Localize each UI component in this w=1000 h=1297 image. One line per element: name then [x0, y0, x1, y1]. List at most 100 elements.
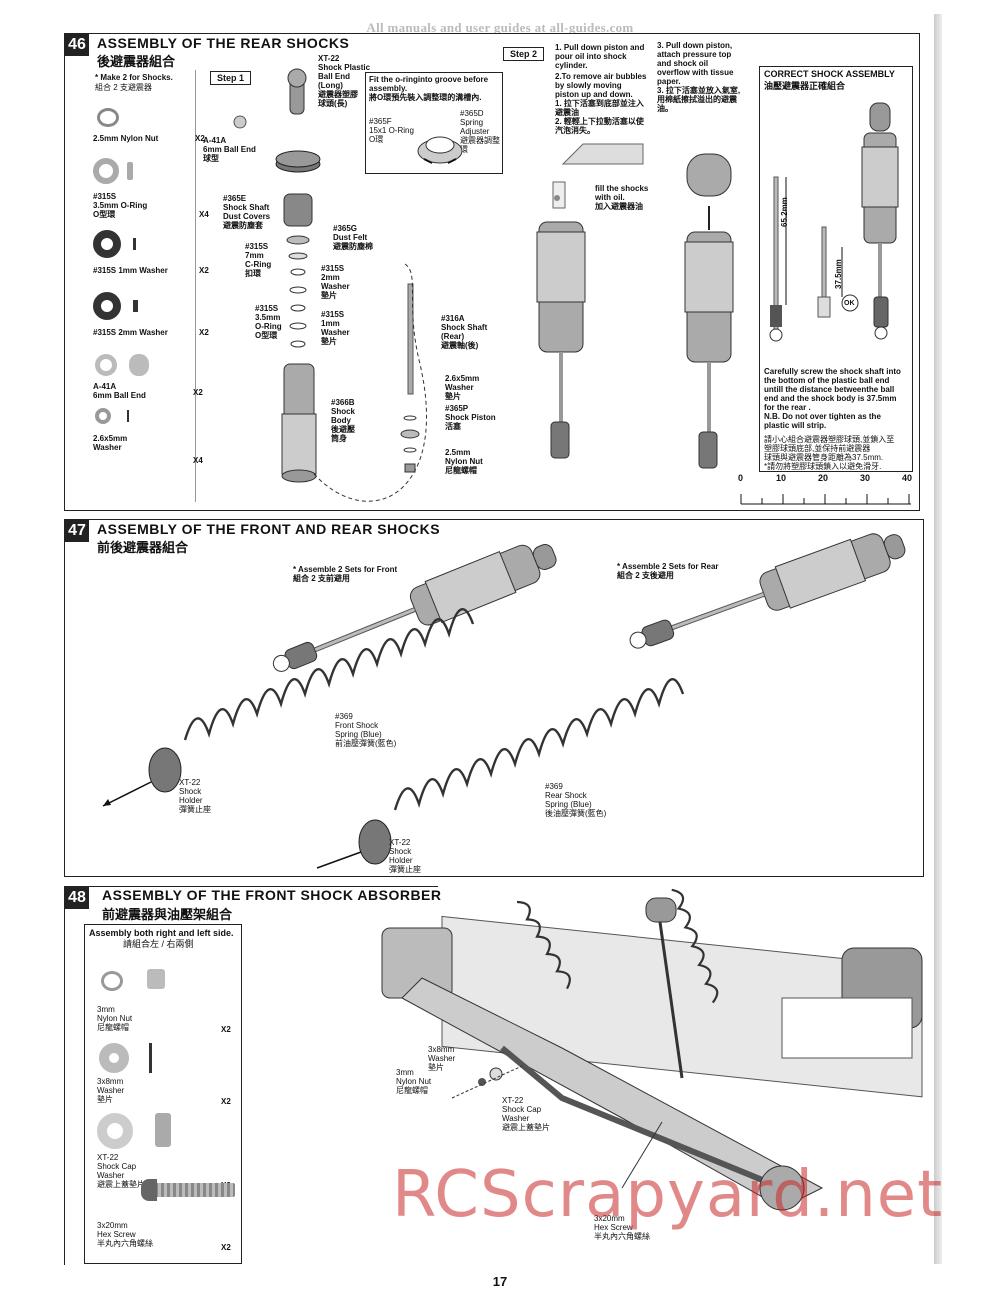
step48-parts-box: Assembly both right and left side. 請組合左 … [84, 924, 242, 1264]
washer-26-icon [95, 408, 111, 424]
callout-xt22: XT-22 Shock Plastic Ball End (Long) 避震器塑… [318, 54, 371, 108]
step46-title-cn: 後避震器組合 [97, 54, 176, 69]
ruler-30: 30 [860, 473, 871, 483]
washer-2mm-icon [93, 292, 121, 320]
part-nut: 2.5mm Nylon Nut [93, 134, 159, 143]
ok-mark: OK [844, 300, 855, 307]
holder2-label: XT-22 Shock Holder 彈簧止座 [389, 838, 421, 874]
callout-a41a: A-41A 6mm Ball End 球型 [203, 136, 256, 163]
oring-icon [93, 158, 119, 184]
hex-screw-icon [155, 1183, 235, 1197]
correct-title-cn: 油壓避震器正確組合 [764, 81, 846, 91]
hex-screw-head-icon [141, 1179, 157, 1201]
ruler-10: 10 [776, 473, 787, 483]
nylon-nut-3mm-side-icon [147, 969, 165, 989]
make-note: * Make 2 for Shocks. [95, 73, 173, 82]
front-rear-shocks-diagram [102, 533, 906, 869]
nylon-nut-3mm-icon [101, 971, 123, 991]
adjuster-diagram [417, 136, 463, 164]
washer-1mm-side-icon [133, 238, 136, 250]
ruler-0: 0 [738, 473, 744, 483]
part48-cap: XT-22 Shock Cap Washer 避震上蓋墊片 [97, 1153, 145, 1189]
step47-title-cn: 前後避震器組合 [97, 540, 189, 555]
callout-washer-26: 2.6x5mm Washer 墊片 [445, 374, 480, 401]
correct-assembly-box: CORRECT SHOCK ASSEMBLY 油壓避震器正確組合 65.2mm … [759, 66, 913, 472]
part48-nut: 3mm Nylon Nut 尼龍螺帽 [97, 1005, 133, 1032]
front-spring-label: #369 Front Shock Spring (Blue) 前油壓彈簧(藍色) [335, 712, 397, 748]
step48-title-cn: 前避震器與油壓架組合 [102, 907, 233, 922]
step47-panel: 47 ASSEMBLY OF THE FRONT AND REAR SHOCKS… [64, 519, 924, 877]
correct-title: CORRECT SHOCK ASSEMBLY [764, 69, 895, 79]
callout-315s-cring: #315S 7mm C-Ring 扣環 [245, 242, 272, 278]
washer-3x8-side-icon [149, 1043, 152, 1073]
step1-label: Step 1 [210, 71, 252, 85]
qty-washer-1mm: X2 [199, 266, 209, 275]
dim-37: 37.5mm [834, 259, 843, 289]
callout-nut-25: 2.5mm Nylon Nut 尼龍螺帽 [445, 448, 483, 475]
step46-number: 46 [65, 34, 89, 56]
step46-panel: 46 ASSEMBLY OF THE REAR SHOCKS 後避震器組合 * … [64, 33, 920, 511]
front-note: * Assemble 2 Sets for Front 組合 2 支前避用 [293, 565, 398, 583]
callout-365p: #365P Shock Piston 活塞 [445, 404, 496, 431]
oring-note: Fit the o-ringinto groove before assembl… [369, 75, 489, 102]
washer-26-side-icon [127, 410, 129, 422]
page-number: 17 [492, 1274, 508, 1289]
callout-315s-1mm: #315S 1mm Washer 墊片 [321, 310, 350, 346]
step47-title: ASSEMBLY OF THE FRONT AND REAR SHOCKS [97, 521, 441, 537]
both-sides-note-cn: 請組合左 / 右兩側 [123, 939, 194, 949]
washer-2mm-side-icon [133, 300, 138, 312]
callout48-screw: 3x20mm Hex Screw 半丸內六角螺絲 [594, 1214, 650, 1241]
both-sides-note: Assembly both right and left side. [89, 928, 234, 938]
callout-365f: #365F 15x1 O-Ring O環 [369, 117, 414, 144]
step48-title-rule [64, 886, 438, 887]
part-oring: #315S 3.5mm O-Ring O型環 [93, 192, 148, 219]
qty-oring: X4 [199, 210, 209, 219]
washer-3x8-icon [99, 1043, 129, 1073]
shock-cap-washer-icon [97, 1113, 133, 1149]
callout48-cap: XT-22 Shock Cap Washer 避震上蓋墊片 [502, 1096, 550, 1132]
qty48-nut: X2 [221, 1025, 231, 1034]
instruction-2: 2.To remove air bubbles by slowly moving… [555, 72, 647, 135]
correct-note-cn: 請小心組合避震器塑膠球頭,並鎖入至 塑膠球頭底部,並保持前避震器 球頭與避震器管… [764, 435, 895, 471]
ball-end-icon [95, 354, 117, 376]
qty-nut: X2 [195, 134, 205, 143]
part-ball-end: A-41A 6mm Ball End [93, 382, 146, 400]
callout48-nut: 3mm Nylon Nut 尼龍螺帽 [396, 1068, 432, 1095]
front-chassis-diagram [381, 888, 923, 1211]
part-washer-2mm: #315S 2mm Washer [93, 328, 168, 337]
rear-note: * Assemble 2 Sets for Rear 組合 2 支後避用 [617, 562, 719, 580]
part-washer-1mm: #315S 1mm Washer [93, 266, 168, 275]
callout-315s-oring: #315S 3.5mm O-Ring O型環 [255, 304, 282, 340]
qty48-screw: X2 [221, 1243, 231, 1252]
ball-end-side-icon [129, 354, 149, 376]
part48-washer: 3x8mm Washer 墊片 [97, 1077, 125, 1104]
oring-note-box: Fit the o-ringinto groove before assembl… [365, 72, 503, 174]
oil-filling-diagram [536, 143, 734, 469]
callout-315s-2mm: #315S 2mm Washer 墊片 [321, 264, 350, 300]
qty-washer-26: X4 [193, 456, 203, 465]
step48-number: 48 [65, 887, 89, 909]
callout-366b: #366B Shock Body 後避壓 筒身 [331, 398, 356, 443]
callout-316a: #316A Shock Shaft (Rear) 避震軸(後) [441, 314, 488, 350]
qty-ball-end: X2 [193, 388, 203, 397]
qty48-washer: X2 [221, 1097, 231, 1106]
instruction-1: 1. Pull down piston and pour oil into sh… [555, 43, 645, 70]
ruler-40: 40 [902, 473, 913, 483]
make-note-cn: 組合 2 支避震器 [95, 83, 152, 92]
callout48-washer: 3x8mm Washer 墊片 [428, 1045, 456, 1072]
page-edge-line [934, 14, 942, 1264]
qty-washer-2mm: X2 [199, 328, 209, 337]
step46-parts-box: * Make 2 for Shocks. 組合 2 支避震器 2.5mm Nyl… [87, 70, 209, 502]
fill-note: fill the shocks with oil. 加入避震器油 [595, 184, 649, 211]
part48-screw: 3x20mm Hex Screw 半丸內六角螺絲 [97, 1221, 153, 1248]
instruction-3: 3. Pull down piston, attach pressure top… [657, 41, 741, 113]
top-watermark: All manuals and user guides at all-guide… [366, 20, 634, 35]
part-washer-26: 2.6x5mm Washer [93, 434, 128, 452]
nylon-nut-icon [97, 108, 119, 127]
callout-365g: #365G Dust Felt 避震防塵棉 [333, 224, 373, 251]
bottom-watermark: RCScrapyard.net [392, 1158, 944, 1232]
rear-shock-exploded-diagram [233, 68, 427, 502]
ruler-20: 20 [818, 473, 829, 483]
step46-title: ASSEMBLY OF THE REAR SHOCKS [97, 35, 350, 51]
oring-side-icon [127, 162, 133, 180]
